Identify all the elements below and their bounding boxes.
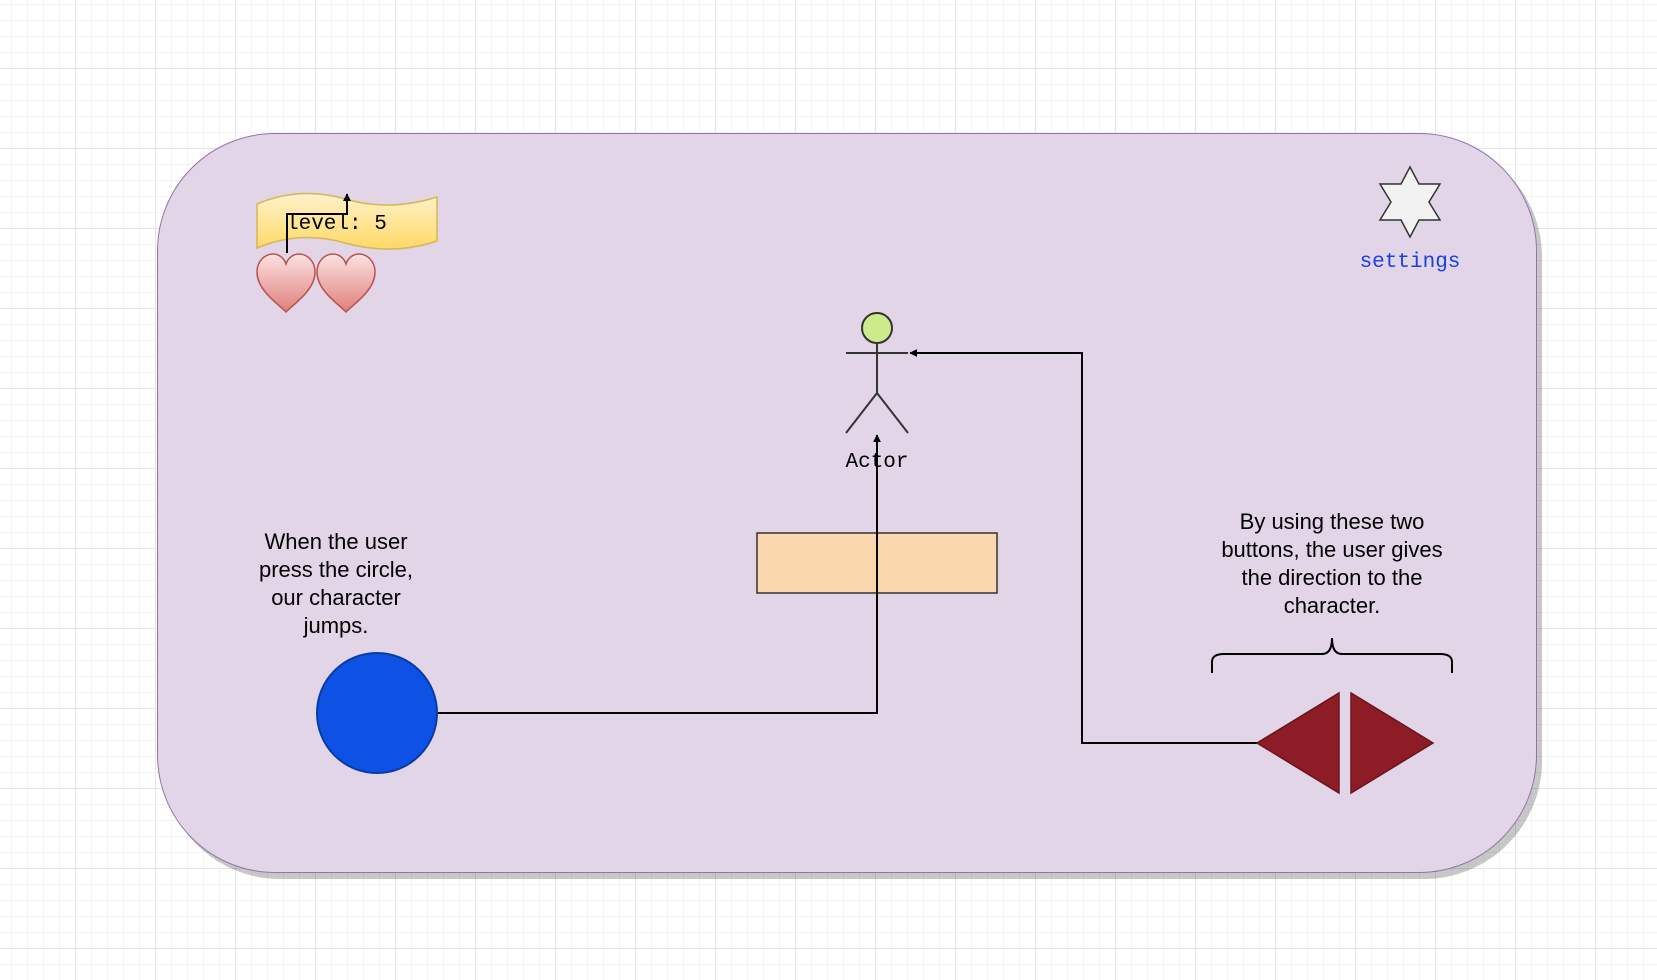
heart-icon	[316, 253, 376, 314]
actor-figure	[845, 312, 909, 434]
settings-label[interactable]: settings	[1360, 251, 1461, 274]
actor-head	[861, 312, 893, 344]
lives-display	[256, 253, 376, 314]
heart-icon	[256, 253, 316, 314]
curly-brace	[1211, 637, 1453, 673]
jump-connector	[437, 434, 881, 714]
star-icon[interactable]	[1378, 165, 1442, 239]
direction-connector	[909, 349, 1257, 744]
jump-hint-text: When the user press the circle, our char…	[258, 529, 414, 638]
banner-connector	[286, 193, 351, 253]
jump-button[interactable]	[316, 652, 438, 774]
left-arrow-icon[interactable]	[1255, 691, 1340, 795]
direction-hint-text: By using these two buttons, the user giv…	[1221, 509, 1443, 618]
level-text: level: 5	[286, 213, 387, 236]
right-arrow-icon[interactable]	[1350, 691, 1435, 795]
level-banner	[256, 192, 438, 250]
